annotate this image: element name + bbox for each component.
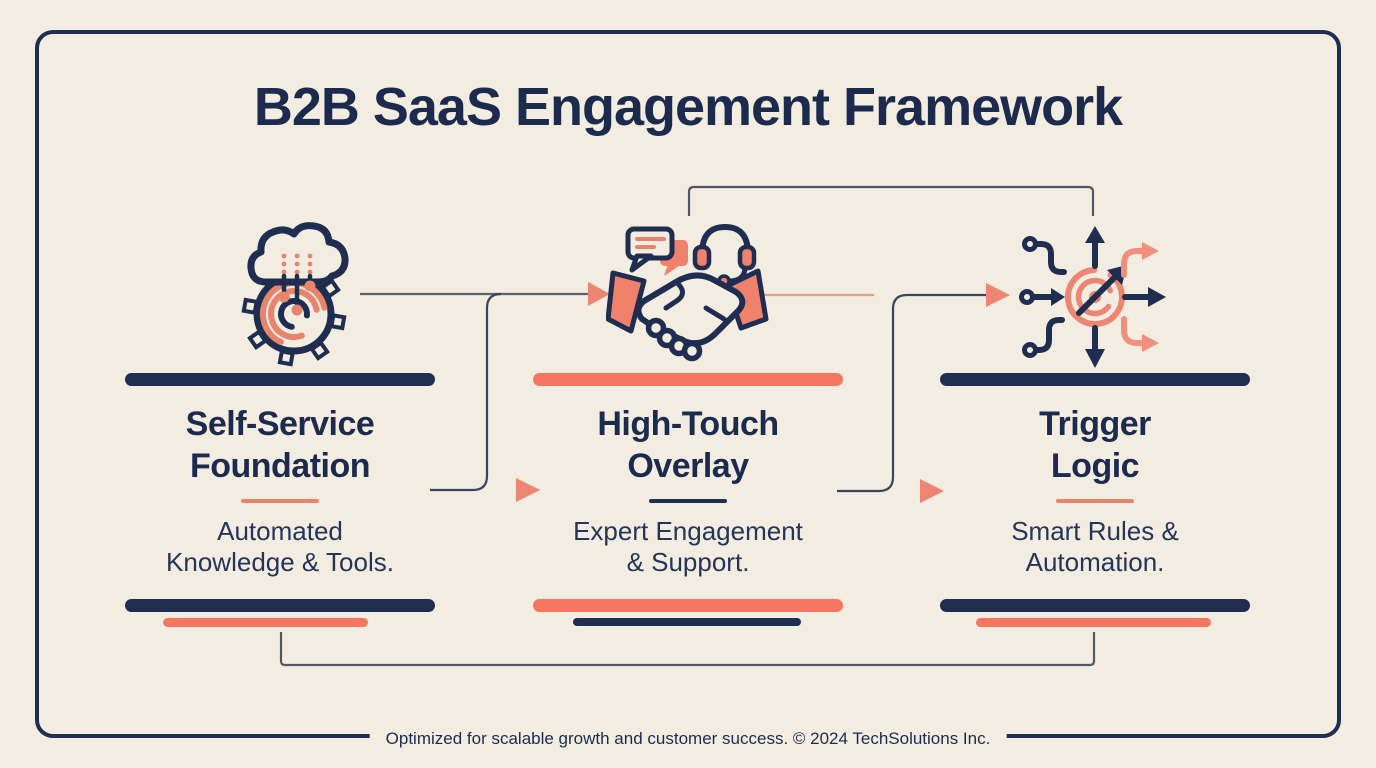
navy-arrows [1076, 226, 1166, 368]
cloud-connection-dots [278, 280, 316, 316]
bottom-bar [940, 599, 1250, 612]
bottom-bar [533, 599, 843, 612]
cloud-gear-icon [202, 212, 364, 379]
accent-bar [163, 618, 368, 627]
headset-icon [692, 223, 757, 288]
handshake-support-icon [605, 218, 770, 375]
coral-output-arrows [1121, 242, 1159, 352]
clasped-hands [635, 272, 746, 362]
arrowhead-mid-2 [920, 479, 944, 503]
arrowhead-into-handshake [588, 282, 610, 306]
column-title: Self-Service Foundation [185, 405, 375, 485]
column-title: Trigger Logic [1039, 405, 1151, 485]
arrowhead-into-trigger [986, 283, 1010, 307]
footer-caption: Optimized for scalable growth and custom… [369, 727, 1007, 751]
top-bar [533, 373, 843, 386]
top-bar [940, 373, 1250, 386]
trigger-routing-icon [1013, 218, 1177, 381]
left-input-nodes [1019, 236, 1067, 358]
top-connector-line [687, 185, 1095, 216]
s-connector-1 [430, 292, 502, 492]
chat-bubble-icon [625, 226, 675, 273]
heading-divider [241, 499, 319, 503]
s-connector-2 [837, 293, 986, 493]
bottom-connector-line [279, 632, 1096, 667]
page-title: B2B SaaS Engagement Framework [253, 77, 1123, 137]
column-self-service-foundation: Self-Service Foundation Automated Knowle… [125, 373, 435, 635]
column-subtitle: Smart Rules & Automation. [1011, 516, 1179, 577]
bottom-bar [125, 599, 435, 612]
column-high-touch-overlay: High-Touch Overlay Expert Engagement & S… [533, 373, 843, 635]
column-trigger-logic: Trigger Logic Smart Rules & Automation. [940, 373, 1250, 635]
heading-divider [1056, 499, 1134, 503]
column-subtitle: Expert Engagement & Support. [573, 516, 803, 577]
column-title: High-Touch Overlay [597, 405, 779, 485]
accent-bar [976, 618, 1211, 627]
accent-bar [573, 618, 801, 626]
left-sleeve [605, 270, 647, 334]
cloud-data-dots [281, 253, 313, 275]
arrowhead-mid-1 [516, 478, 540, 502]
column-subtitle: Automated Knowledge & Tools. [166, 516, 394, 577]
top-bar [125, 373, 435, 386]
heading-divider [649, 499, 727, 503]
